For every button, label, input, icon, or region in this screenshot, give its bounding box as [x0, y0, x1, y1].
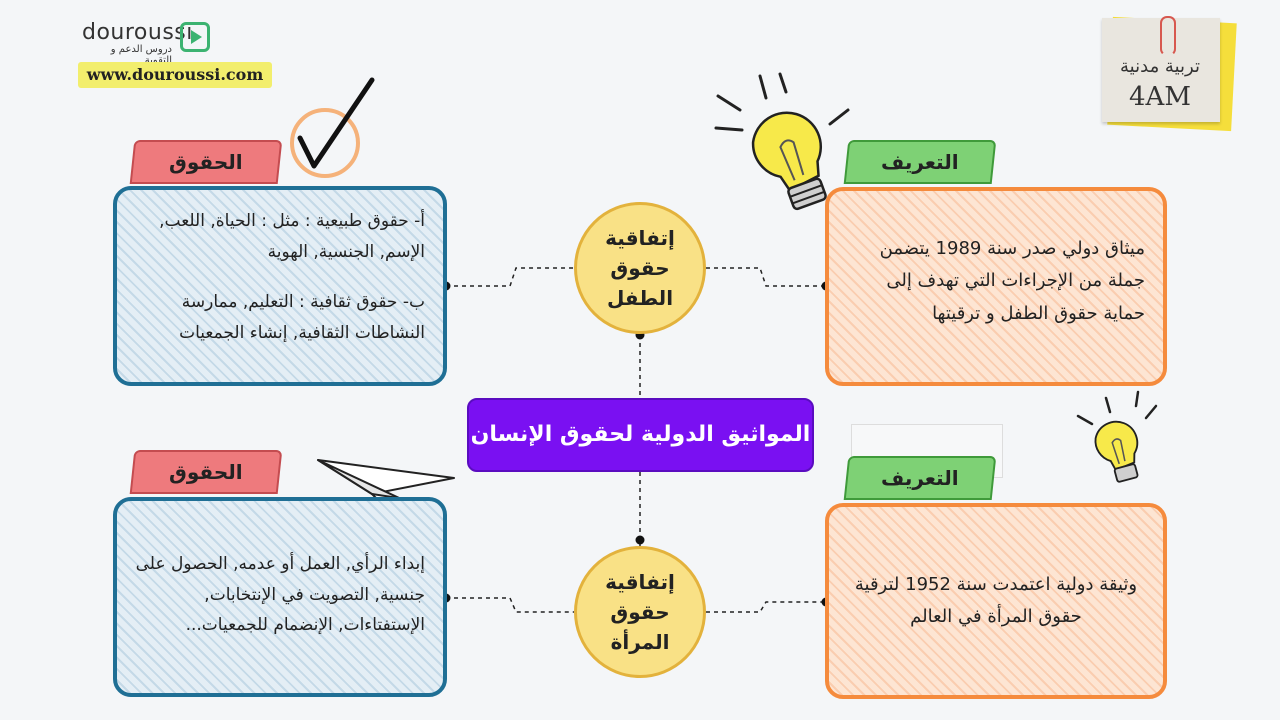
woman-definition-label: التعريف — [843, 456, 997, 500]
sticky-level: 4AM — [1129, 82, 1191, 112]
child-rights-box: أ- حقوق طبيعية : مثل : الحياة, اللعب, ال… — [113, 186, 447, 386]
sticky-subject: تربية مدنية — [1120, 56, 1200, 77]
child-definition-box: ميثاق دولي صدر سنة 1989 يتضمن جملة من ال… — [825, 187, 1167, 386]
child-rights-cultural: ب- حقوق ثقافية : التعليم, ممارسة النشاطا… — [179, 292, 425, 343]
connector-child-definition — [706, 267, 826, 287]
checkmark-icon — [290, 77, 375, 178]
lightbulb-icon — [1094, 420, 1139, 483]
child-rights-label: الحقوق — [129, 140, 283, 184]
logo-name: douroussi — [82, 20, 193, 45]
connector-woman-rights — [446, 597, 574, 613]
central-topic: المواثيق الدولية لحقوق الإنسان — [467, 398, 814, 472]
paperclip-icon — [1160, 16, 1176, 56]
connector-child-rights — [446, 267, 574, 287]
lightbulb-icon — [751, 111, 827, 211]
child-definition-text: ميثاق دولي صدر سنة 1989 يتضمن جملة من ال… — [879, 238, 1145, 324]
woman-definition-text: وثيقة دولية اعتمدت سنة 1952 لترقية حقوق … — [854, 574, 1138, 628]
play-icon — [180, 22, 210, 52]
child-convention-node: إتفاقية حقوق الطفل — [574, 202, 706, 334]
child-definition-label: التعريف — [843, 140, 997, 184]
woman-definition-box: وثيقة دولية اعتمدت سنة 1952 لترقية حقوق … — [825, 503, 1167, 699]
child-rights-natural: أ- حقوق طبيعية : مثل : الحياة, اللعب, ال… — [159, 211, 425, 262]
logo-url[interactable]: www.douroussi.com — [78, 62, 272, 88]
connector-woman-definition — [706, 601, 826, 613]
woman-rights-box: إبداء الرأي, العمل أو عدمه, الحصول على ج… — [113, 497, 447, 697]
woman-rights-label: الحقوق — [129, 450, 283, 494]
woman-rights-text: إبداء الرأي, العمل أو عدمه, الحصول على ج… — [135, 554, 425, 636]
logo-subtitle: دروس الدعم و التقوية — [110, 44, 172, 66]
woman-convention-node: إتفاقية حقوق المرأة — [574, 546, 706, 678]
